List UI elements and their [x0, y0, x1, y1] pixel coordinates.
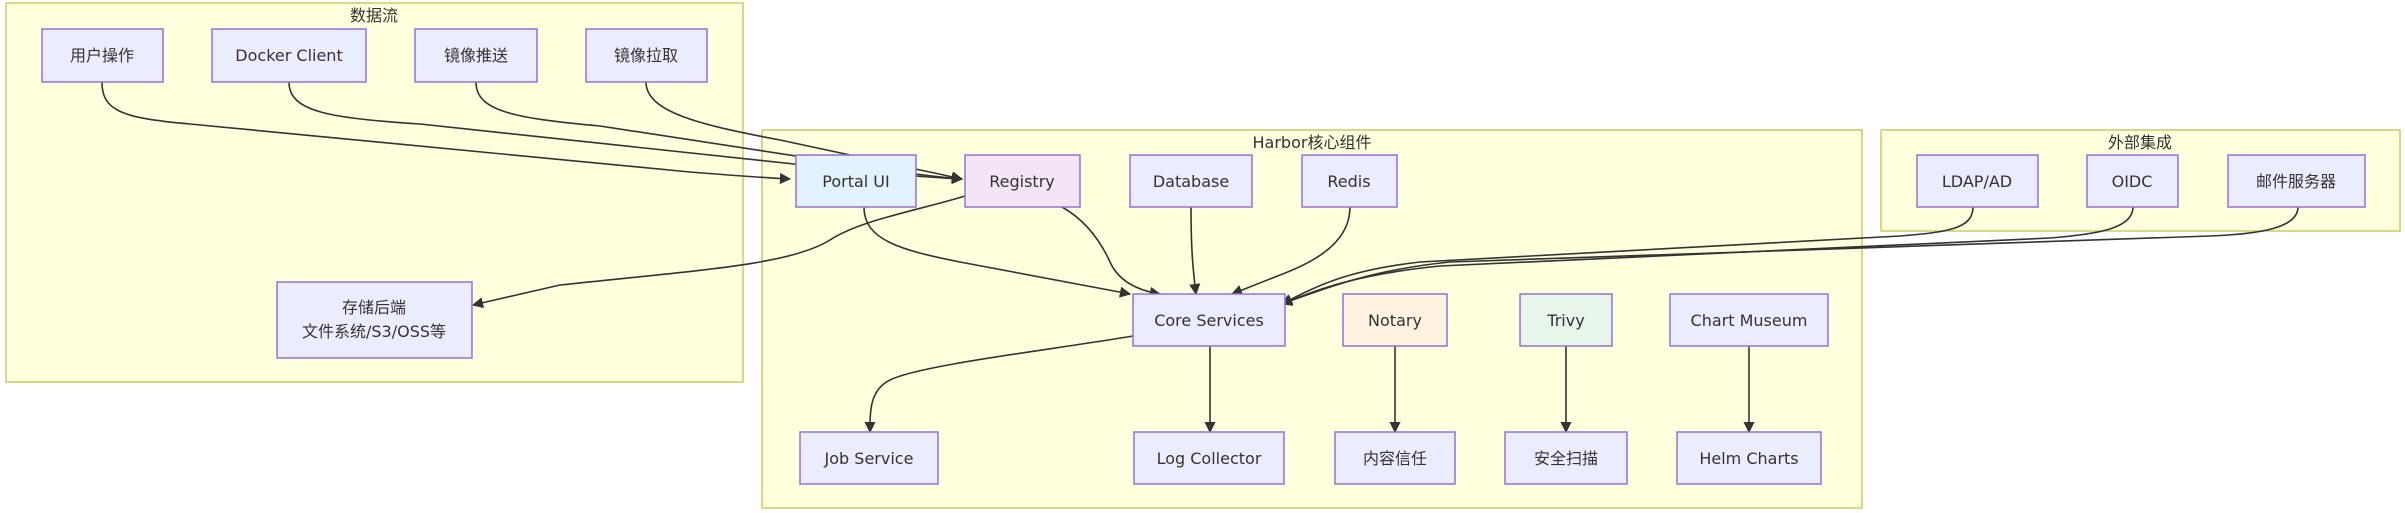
node-image-push-label: 镜像推送	[444, 46, 508, 65]
node-storage-line1: 存储后端	[342, 298, 406, 317]
node-ldap[interactable]: LDAP/AD	[1916, 154, 2039, 208]
node-core-services-label: Core Services	[1154, 311, 1264, 330]
node-database[interactable]: Database	[1129, 154, 1253, 208]
node-portal-ui[interactable]: Portal UI	[795, 154, 917, 208]
edge-ldap-to-core	[1281, 206, 1974, 305]
edges	[101, 81, 2299, 434]
node-redis-label: Redis	[1327, 172, 1370, 191]
edge-core-to-job-service	[864, 335, 1134, 434]
edge-user-op-to-portal	[101, 81, 792, 185]
edge-image-push-to-registry	[475, 81, 964, 184]
node-content-trust-label: 内容信任	[1363, 449, 1427, 468]
node-chart-museum[interactable]: Chart Museum	[1669, 293, 1829, 347]
edge-registry-to-core	[1061, 206, 1162, 298]
node-registry-label: Registry	[989, 172, 1055, 191]
node-chart-museum-label: Chart Museum	[1691, 311, 1808, 330]
cluster-harbor-core-title: Harbor核心组件	[1253, 133, 1372, 152]
node-storage-line2: 文件系统/S3/OSS等	[302, 322, 446, 341]
edge-redis-to-core	[1230, 206, 1351, 296]
node-job-service[interactable]: Job Service	[799, 431, 939, 485]
node-oidc-label: OIDC	[2112, 172, 2153, 191]
node-notary-label: Notary	[1368, 311, 1422, 330]
edge-portal-to-core	[863, 206, 1132, 298]
node-core-services[interactable]: Core Services	[1132, 293, 1286, 347]
node-database-label: Database	[1153, 172, 1229, 191]
node-oidc[interactable]: OIDC	[2086, 154, 2179, 208]
edge-database-to-core	[1189, 206, 1201, 296]
cluster-data-flow-title: 数据流	[350, 6, 398, 25]
node-trivy-label: Trivy	[1546, 311, 1584, 330]
edge-registry-to-storage	[471, 195, 966, 309]
node-helm-charts-label: Helm Charts	[1699, 449, 1798, 468]
node-mail-server[interactable]: 邮件服务器	[2227, 154, 2366, 208]
node-image-pull[interactable]: 镜像拉取	[585, 28, 708, 83]
node-portal-ui-label: Portal UI	[822, 172, 889, 191]
cluster-external-title: 外部集成	[2108, 133, 2172, 152]
edge-image-pull-to-registry	[645, 81, 964, 183]
node-user-op-label: 用户操作	[70, 46, 134, 65]
node-docker-client-label: Docker Client	[235, 46, 342, 65]
node-security-scan[interactable]: 安全扫描	[1504, 431, 1628, 485]
node-registry[interactable]: Registry	[964, 154, 1081, 208]
node-storage[interactable]: 存储后端 文件系统/S3/OSS等	[276, 281, 473, 359]
node-ldap-label: LDAP/AD	[1942, 172, 2012, 191]
node-mail-server-label: 邮件服务器	[2256, 172, 2336, 191]
node-job-service-label: Job Service	[824, 449, 914, 468]
edge-mail-to-core	[1280, 206, 2299, 306]
node-log-collector-label: Log Collector	[1157, 449, 1262, 468]
node-log-collector[interactable]: Log Collector	[1133, 431, 1285, 485]
node-trivy[interactable]: Trivy	[1519, 293, 1613, 347]
node-helm-charts[interactable]: Helm Charts	[1676, 431, 1822, 485]
node-content-trust[interactable]: 内容信任	[1334, 431, 1456, 485]
node-redis[interactable]: Redis	[1301, 154, 1398, 208]
node-notary[interactable]: Notary	[1342, 293, 1448, 347]
node-docker-client[interactable]: Docker Client	[211, 28, 367, 83]
edge-docker-client-to-registry	[288, 81, 964, 185]
node-image-push[interactable]: 镜像推送	[414, 28, 538, 83]
node-image-pull-label: 镜像拉取	[614, 46, 678, 65]
node-security-scan-label: 安全扫描	[1534, 449, 1598, 468]
node-user-op[interactable]: 用户操作	[41, 28, 164, 83]
